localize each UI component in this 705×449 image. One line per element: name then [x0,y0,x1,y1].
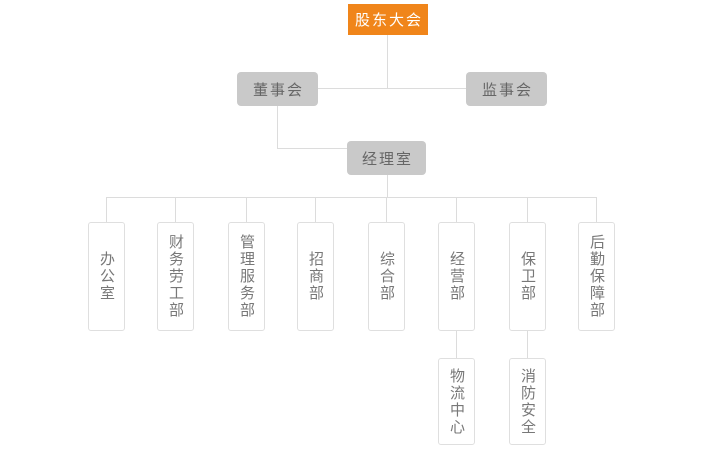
connector-level4-horizontal [106,197,597,198]
node-sub-fire-safety: 消防安全 [509,358,546,445]
node-sub-logistics-center: 物流中心 [438,358,475,445]
node-dept-logistics-support: 后勤保障部 [578,222,615,331]
connector-level2-horizontal [318,88,466,89]
node-supervisory-board: 监事会 [466,72,547,106]
node-dept-finance-labor: 财务劳工部 [157,222,194,331]
connector-stub-logistics [596,197,597,222]
connector-stub-business [456,197,457,222]
node-dept-security: 保卫部 [509,222,546,331]
node-dept-office: 办公室 [88,222,125,331]
connector-stub-investment [315,197,316,222]
connector-manager-down [387,175,388,197]
node-dept-investment: 招商部 [297,222,334,331]
node-board-of-directors: 董事会 [237,72,318,106]
connector-root-down [387,35,388,88]
connector-business-to-logistics-center [456,331,457,358]
node-dept-business: 经营部 [438,222,475,331]
connector-board-down [277,106,278,148]
connector-stub-office [106,197,107,222]
node-dept-general: 综合部 [368,222,405,331]
connector-stub-security [527,197,528,222]
node-shareholders-meeting: 股东大会 [348,4,428,35]
connector-security-to-fire-safety [527,331,528,358]
connector-stub-general [386,197,387,222]
connector-stub-mgmt-service [246,197,247,222]
node-manager-office: 经理室 [347,141,426,175]
node-dept-management-service: 管理服务部 [228,222,265,331]
connector-stub-finance [175,197,176,222]
connector-board-to-manager [277,148,347,149]
